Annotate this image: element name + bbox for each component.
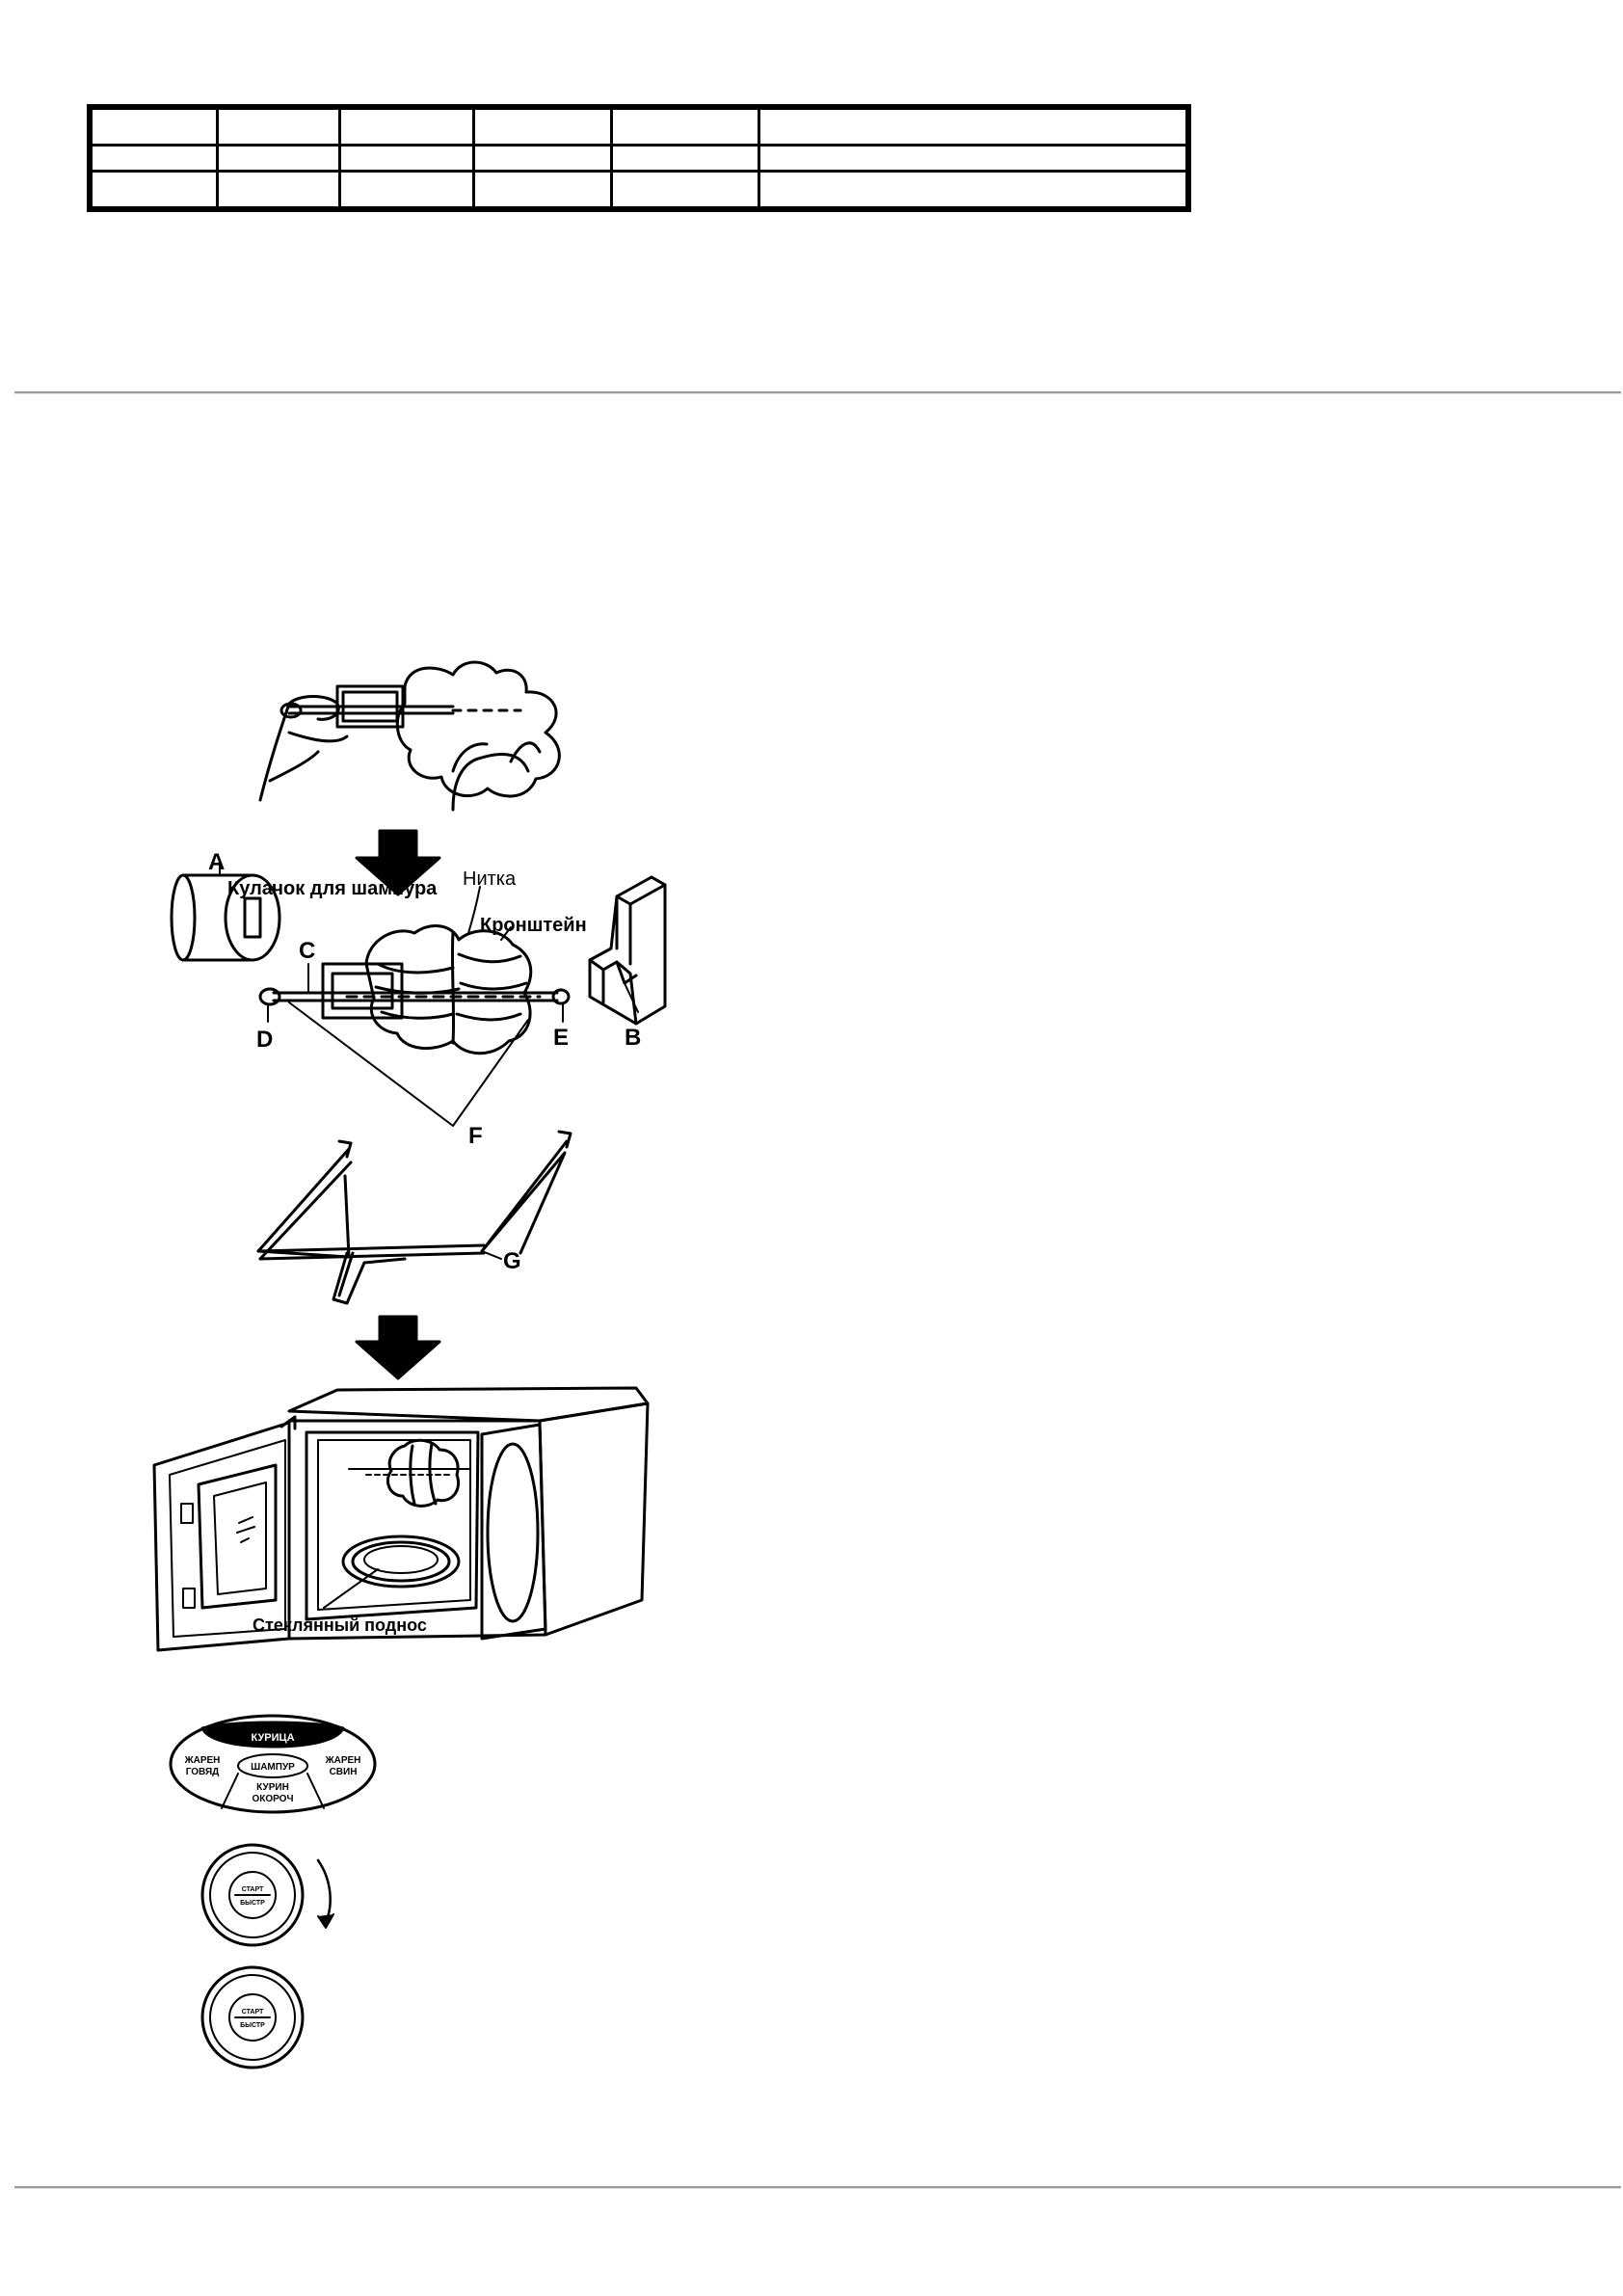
label-letter-a: A: [208, 849, 225, 875]
label-bracket: Кронштейн: [480, 915, 587, 936]
label-glass-tray: Стеклянный поднос: [253, 1615, 427, 1635]
label-letter-g: G: [503, 1248, 521, 1274]
knob-label-start: СТАРТ: [242, 1886, 264, 1893]
knob-label-start: СТАРТ: [242, 2009, 264, 2016]
label-letter-c: C: [299, 938, 315, 964]
start-knob-press-drawing: [202, 1967, 303, 2068]
dial-label-center: ШАМПУР: [251, 1762, 295, 1773]
dial-label-top: КУРИЦА: [251, 1732, 294, 1744]
label-cam: Кулачок для шампура: [227, 878, 438, 899]
down-arrow-icon: [357, 1317, 439, 1378]
label-letter-f: F: [468, 1123, 483, 1149]
dial-label-bottom-1: КУРИН: [256, 1782, 289, 1793]
label-letter-d: D: [256, 1027, 273, 1053]
microwave-oven-drawing: [154, 1388, 648, 1650]
label-letter-e: E: [553, 1025, 569, 1051]
dial-label-left-1: ЖАРЕН: [184, 1755, 221, 1766]
threading-chicken-drawing: [260, 662, 559, 810]
dial-label-left-2: ГОВЯД: [186, 1767, 220, 1777]
dial-label-bottom-2: ОКОРОЧ: [252, 1794, 293, 1804]
spit-assembly-drawing: [172, 866, 665, 1126]
knob-label-quick: БЫСТР: [240, 1900, 265, 1907]
label-thread: Нитка: [463, 868, 517, 890]
label-letter-b: B: [625, 1025, 641, 1051]
dial-label-right-2: СВИН: [330, 1767, 358, 1777]
knob-label-quick: БЫСТР: [240, 2022, 265, 2029]
dial-label-right-1: ЖАРЕН: [325, 1755, 361, 1766]
wire-rack-drawing: [258, 1132, 571, 1303]
start-knob-rotate-drawing: [202, 1845, 333, 1945]
